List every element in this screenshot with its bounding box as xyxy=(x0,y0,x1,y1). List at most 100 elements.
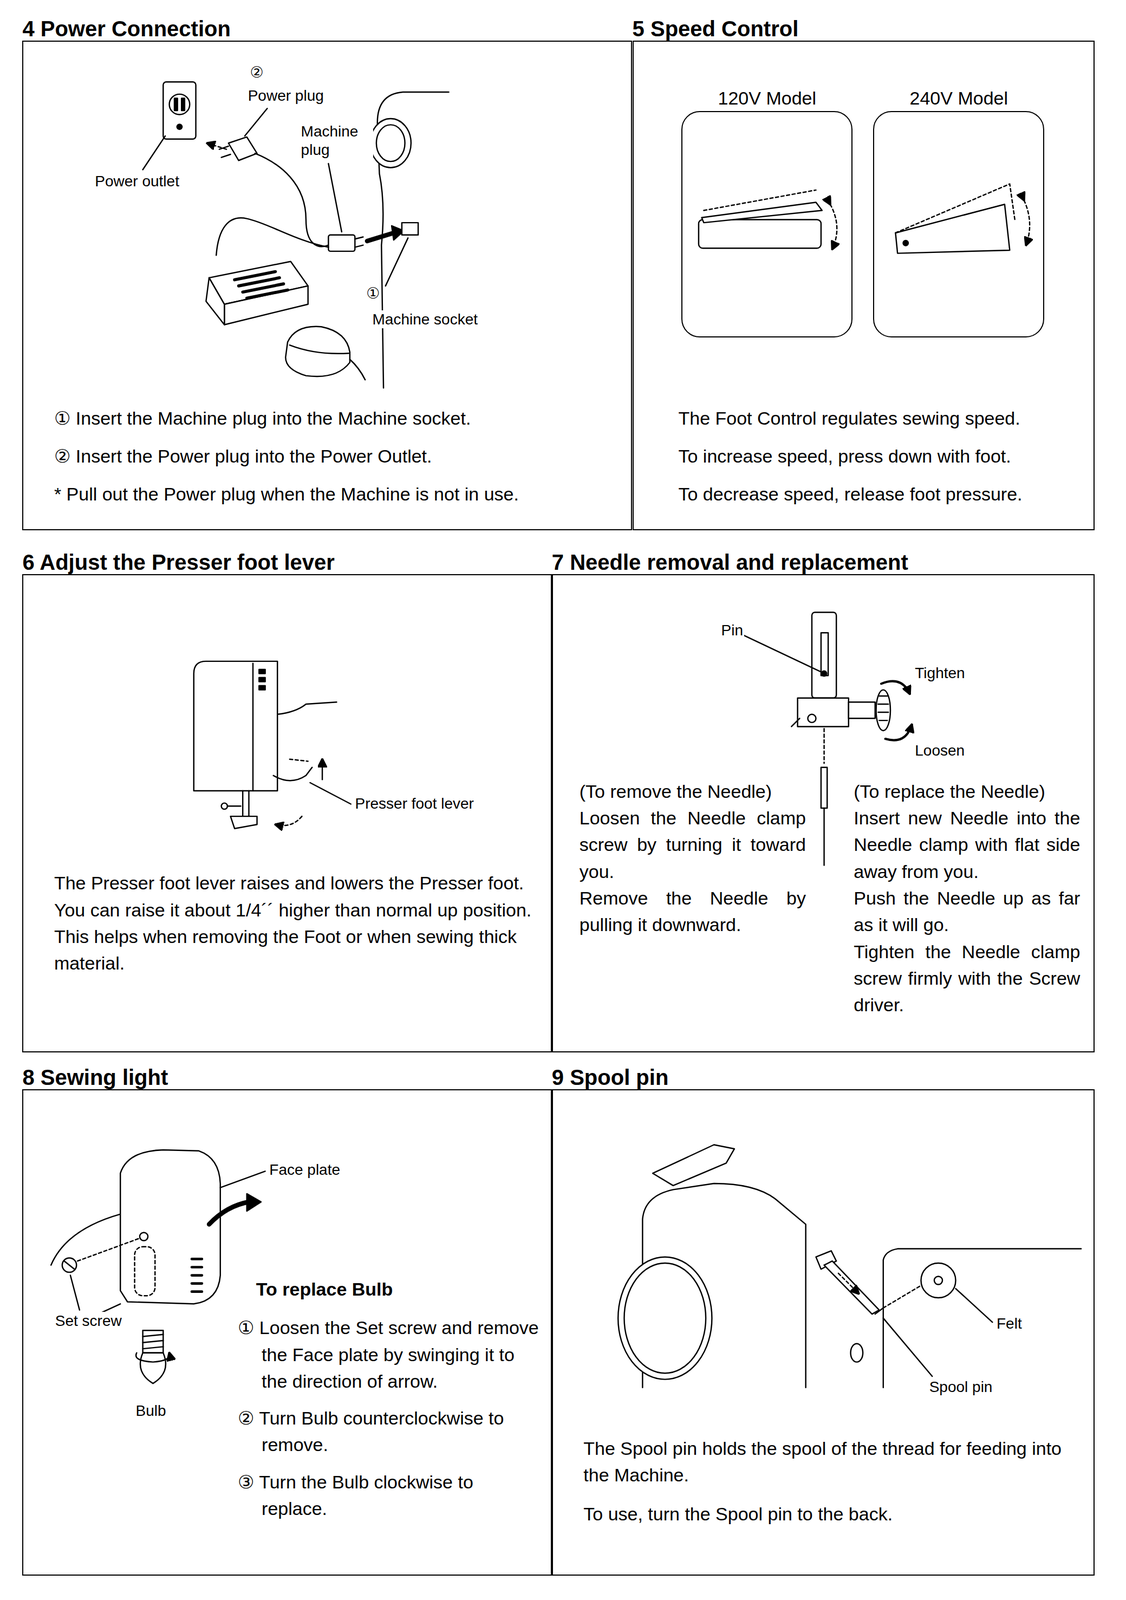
power-plug xyxy=(219,146,231,158)
pedal-240v xyxy=(895,184,1015,233)
spool-pin-area xyxy=(934,1276,943,1285)
section-heading: 6 Adjust the Presser foot lever xyxy=(22,549,335,576)
power-plug xyxy=(255,153,329,247)
leader-line xyxy=(328,163,342,232)
machine-head xyxy=(289,759,309,762)
needle-clamp xyxy=(797,698,849,727)
face-plate xyxy=(191,1258,203,1292)
pedal-120v xyxy=(698,190,837,250)
machine-head xyxy=(275,816,302,826)
section-heading: 9 Spool pin xyxy=(551,1064,669,1091)
leader-line xyxy=(142,108,409,286)
leader-line xyxy=(385,237,408,286)
needle-clamp xyxy=(821,767,828,809)
spool-pin-area xyxy=(850,1343,864,1363)
text-group: To replace Bulb xyxy=(256,1276,542,1303)
power-plug xyxy=(228,137,258,161)
spool-pin-area xyxy=(623,1263,706,1373)
part-label: Loosen xyxy=(913,741,966,760)
needle-clamp xyxy=(791,718,800,727)
instruction-text: ② Turn Bulb counterclockwise to remove. xyxy=(237,1404,544,1459)
instruction-text: ③ Turn the Bulb clockwise to replace. xyxy=(237,1468,544,1523)
section-heading: 5 Speed Control xyxy=(632,15,799,42)
machine-head xyxy=(277,701,337,715)
face-plate xyxy=(134,1246,156,1296)
needle-clamp xyxy=(877,695,889,721)
foot-control xyxy=(205,277,225,325)
instruction-text: You can raise it about 1/4´´ higher than… xyxy=(54,896,542,924)
power-outlet xyxy=(163,81,196,139)
face-plate xyxy=(209,1201,249,1225)
foot-control xyxy=(224,285,308,325)
face-plate xyxy=(139,1232,148,1241)
machine-body xyxy=(376,124,406,162)
machine-head xyxy=(252,663,254,791)
part-label: Machine plug xyxy=(300,122,374,159)
bulb xyxy=(135,1330,170,1384)
needle-clamp xyxy=(885,724,913,741)
instruction-text: * Pull out the Power plug when the Machi… xyxy=(54,480,646,508)
face-plate xyxy=(64,1260,75,1269)
bulb xyxy=(135,1352,170,1363)
machine-head xyxy=(227,805,241,807)
needle-clamp xyxy=(821,632,829,676)
needle-clamp xyxy=(876,690,891,731)
part-label: Tighten xyxy=(913,664,966,683)
machine-plug xyxy=(367,232,394,242)
face-plate xyxy=(220,1170,266,1188)
power-outlet xyxy=(177,124,182,129)
machine-plug xyxy=(216,217,329,256)
pedal-120v xyxy=(703,190,816,211)
machine-head xyxy=(309,782,351,805)
text-group: (To remove the Needle)Loosen the Needle … xyxy=(579,778,806,939)
model-box: 120V Model xyxy=(681,111,853,338)
needle-clamp xyxy=(742,634,820,672)
text-group: ① Loosen the Set screw and remove the Fa… xyxy=(237,1314,544,1522)
instruction-text: (To remove the Needle) xyxy=(579,778,806,805)
machine-head xyxy=(230,816,258,829)
pedal-240v xyxy=(1024,200,1030,246)
section-heading: 7 Needle removal and replacement xyxy=(551,549,909,576)
spool-pin-area xyxy=(652,1144,735,1186)
foot-control xyxy=(234,271,288,299)
leader-line xyxy=(244,108,268,136)
model-box: 240V Model xyxy=(873,111,1045,338)
instruction-text: Remove the Needle by pulling it downward… xyxy=(579,884,806,939)
instruction-text: (To replace the Needle) xyxy=(853,778,1080,805)
pedal-120v xyxy=(830,204,837,250)
model-heading: 120V Model xyxy=(682,87,852,110)
foot-control xyxy=(349,359,366,380)
spool-pin-area xyxy=(838,1273,859,1294)
part-label: Presser foot lever xyxy=(354,794,475,813)
instruction-text: Push the Needle up as far as it will go. xyxy=(853,884,1080,939)
face-plate xyxy=(246,1193,262,1212)
spool-pin-area xyxy=(883,1248,1082,1388)
needle-clamp xyxy=(823,728,825,764)
face-plate xyxy=(50,1149,265,1317)
text-group: The Spool pin holds the spool of the thr… xyxy=(583,1435,1078,1528)
instruction-text: To increase speed, press down with foot. xyxy=(678,443,1092,470)
face-plate xyxy=(77,1238,139,1261)
instruction-text: Loosen the Needle clamp screw by turning… xyxy=(579,804,806,885)
power-outlet xyxy=(169,94,191,115)
text-group: The Presser foot lever raises and lowers… xyxy=(54,869,542,977)
part-label: Power outlet xyxy=(93,172,181,191)
machine-head xyxy=(221,803,228,810)
face-plate xyxy=(62,1258,77,1273)
spool-pin-area xyxy=(824,1260,880,1314)
needle-clamp xyxy=(811,612,837,699)
machine-head xyxy=(193,661,351,829)
machine-head xyxy=(273,767,313,781)
machine-head xyxy=(258,685,265,691)
spool-pin-area xyxy=(920,1263,956,1298)
section-panel: 4 Power Connection① Insert the Machine p… xyxy=(22,40,633,531)
bulb xyxy=(142,1334,164,1349)
instruction-text: The Presser foot lever raises and lowers… xyxy=(54,869,542,897)
needle-clamp xyxy=(807,714,816,723)
needle-clamp xyxy=(823,808,825,865)
instruction-text: To decrease speed, release foot pressure… xyxy=(678,480,1092,508)
power-outlet xyxy=(181,98,185,111)
spool-pin-area xyxy=(883,1318,933,1377)
machine-head xyxy=(242,790,249,817)
